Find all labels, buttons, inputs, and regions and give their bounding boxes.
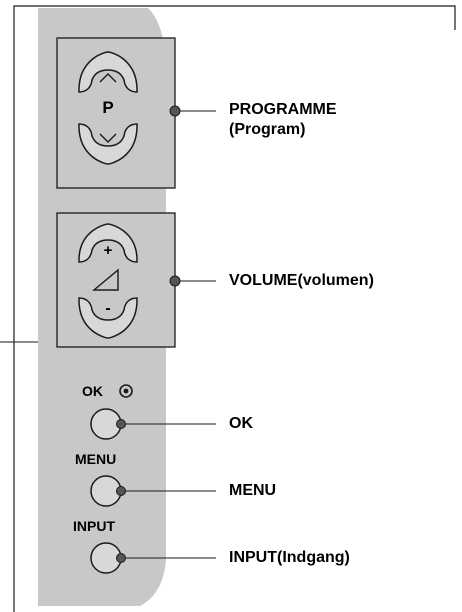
input-button-label: INPUT (73, 518, 115, 534)
volume-down-button[interactable] (78, 297, 138, 339)
volume-up-glyph: + (103, 242, 113, 259)
ok-callout-dot (116, 419, 126, 429)
program-glyph: P (102, 98, 114, 117)
chevron-down-icon (99, 133, 117, 143)
input-callout-dot (116, 553, 126, 563)
volume-up-button[interactable] (78, 223, 138, 263)
ok-icon (119, 384, 133, 398)
ok-button-label: OK (82, 383, 103, 399)
chevron-up-icon (99, 73, 117, 83)
input-callout-label: INPUT(Indgang) (229, 549, 350, 566)
ok-callout-label: OK (229, 415, 253, 432)
volume-icon (92, 268, 119, 291)
programme-callout-label: PROGRAMME (Program) (229, 100, 337, 140)
programme-callout-subtitle: (Program) (229, 121, 306, 138)
volume-down-glyph: - (105, 300, 111, 317)
menu-button-label: MENU (75, 451, 117, 467)
page-frame (13, 5, 456, 612)
menu-callout-dot (116, 486, 126, 496)
volume-callout-dot (169, 275, 181, 287)
volume-callout-label: VOLUME(volumen) (229, 272, 374, 289)
programme-callout-title: PROGRAMME (229, 101, 337, 118)
program-down-button[interactable] (78, 123, 138, 165)
menu-callout-label: MENU (229, 482, 277, 499)
programme-callout-dot (169, 105, 181, 117)
program-up-button[interactable] (78, 51, 138, 93)
